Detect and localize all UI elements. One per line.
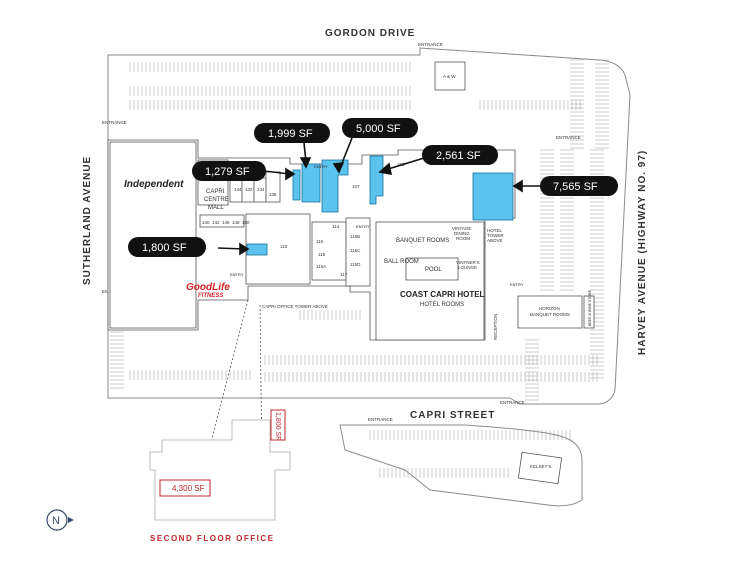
street-sutherland-avenue: SUTHERLAND AVENUE [82, 156, 93, 285]
unit-132: 132 [245, 187, 253, 192]
banquet-rooms-label: BANQUET ROOMS [396, 238, 449, 244]
unit-117: 117 [340, 272, 348, 277]
street-capri-street: CAPRI STREET [410, 410, 495, 421]
unit-1999sf[interactable] [301, 163, 321, 203]
pool-label: POOL [425, 267, 442, 273]
vintners-line2: LOUNGE [458, 265, 477, 270]
ball-room-label: BALL ROOM [384, 259, 419, 265]
hotel-pool [405, 257, 459, 281]
capri-mall-line3: MALL [208, 205, 224, 211]
unit-7565sf[interactable] [472, 172, 514, 221]
second-floor-unit-1800[interactable]: 1,800 SF [274, 412, 281, 440]
independent-logo: Independent [124, 179, 184, 190]
unit-146: 146 [222, 220, 230, 225]
site-boundary [107, 47, 631, 405]
hotel-name: COAST CAPRI HOTEL [400, 290, 485, 299]
street-harvey-avenue: HARVEY AVENUE (HIGHWAY NO. 97) [637, 150, 648, 355]
north-arrow-icon [68, 517, 74, 523]
unit-1279sf[interactable] [292, 169, 301, 201]
vintage-line3: ROOM [456, 236, 470, 241]
tower-line2: TOWER [487, 233, 504, 238]
callout-7565-pill [540, 176, 618, 196]
callout-7565: 7,565 SF [553, 181, 598, 193]
vintage-line2: DINING [454, 231, 470, 236]
mall-unit-grid [197, 159, 371, 287]
entry-label-1: ENTRY [230, 272, 244, 277]
tower-line3: ABOVE [487, 238, 503, 243]
unit-107: 107 [352, 184, 360, 189]
horizon-line1: HORIZON [539, 306, 560, 311]
goodlife-logo-line2: FITNESS [198, 293, 223, 299]
independent-store [109, 141, 197, 329]
callout-1800: 1,800 SF [142, 242, 187, 254]
unit-116: 116 [316, 239, 324, 244]
callout-arrows [217, 137, 548, 256]
unit-5000sf[interactable] [321, 159, 349, 213]
entry-label-4: ENTRY [510, 282, 524, 287]
parking-areas [110, 59, 609, 478]
callout-2561-pill [422, 145, 498, 165]
compass-icon [46, 509, 68, 531]
unit-1800sf[interactable] [246, 243, 268, 256]
callout-5000: 5,000 SF [356, 123, 401, 135]
callout-1279: 1,279 SF [205, 166, 250, 178]
beer-wine-store [583, 295, 595, 329]
aw-label: A & W [443, 74, 456, 79]
entry-label-3: ENTRY [314, 164, 328, 169]
compass-label: N [52, 515, 60, 527]
callout-1999-pill [254, 123, 330, 143]
goodlife-logo-line1: GoodLife [186, 282, 230, 293]
capri-mall-line2: CENTRE [204, 197, 229, 203]
unit-115d: 115D [350, 262, 361, 267]
entrance-label-east: ENTRANCE [556, 135, 581, 140]
unit-115: 115 [318, 252, 326, 257]
unit-140: 140 [202, 220, 210, 225]
hotel-rooms-label: HOTEL ROOMS [420, 302, 464, 308]
second-floor-unit-4300[interactable]: 4,300 SF [172, 484, 205, 493]
kelseys-building [517, 451, 563, 485]
beer-wine-label: BEER & WINE STORE [588, 289, 592, 326]
street-gordon-drive: GORDON DRIVE [325, 28, 415, 39]
callout-1999: 1,999 SF [268, 128, 313, 140]
horizon-line2: BANQUET ROOMS [530, 312, 570, 317]
capri-mall-line1: CAPRI [206, 189, 225, 195]
callout-2561: 2,561 SF [436, 150, 481, 162]
unit-148: 148 [232, 220, 240, 225]
callout-1800-pill [128, 237, 206, 257]
office-tower-label: CAPRI OFFICE TOWER ABOVE [262, 304, 328, 309]
horizon-banquet [517, 295, 583, 329]
unit-136: 136 [269, 192, 277, 197]
kelseys-label: KELSEY'S [530, 464, 551, 469]
second-floor-inset [149, 299, 291, 521]
unit-2561sf[interactable] [369, 155, 384, 205]
unit-144: 144 [234, 187, 242, 192]
unit-115c: 115C [350, 248, 361, 253]
second-floor-title: SECOND FLOOR OFFICE [150, 534, 275, 543]
entry-label-2: ENTRY [356, 224, 370, 229]
unit-114: 114 [332, 224, 340, 229]
unit-134: 134 [257, 187, 265, 192]
unit-115b: 115B [350, 234, 360, 239]
vintners-line1: VINTNER'S [456, 260, 480, 265]
entrance-label-south-2: ENTRANCE [500, 400, 525, 405]
unit-115a: 115A [316, 264, 326, 269]
entrance-label-west-1: ENTRANCE [102, 120, 127, 125]
tower-line1: HOTEL [487, 228, 503, 233]
aw-building [434, 61, 466, 91]
hotel-building [375, 221, 485, 341]
vintage-line1: VINTAGE [452, 226, 471, 231]
callout-5000-pill [342, 118, 418, 138]
unit-150: 150 [242, 220, 250, 225]
unit-142: 142 [212, 220, 220, 225]
kelseys-site [339, 424, 583, 507]
entrance-label-south-1: ENTRANCE [368, 417, 393, 422]
callout-1279-pill [192, 161, 266, 181]
unit-118: 118 [280, 244, 288, 249]
entrance-label-north: ENTRANCE [418, 42, 443, 47]
reception-label: RECEPTION [493, 314, 498, 340]
